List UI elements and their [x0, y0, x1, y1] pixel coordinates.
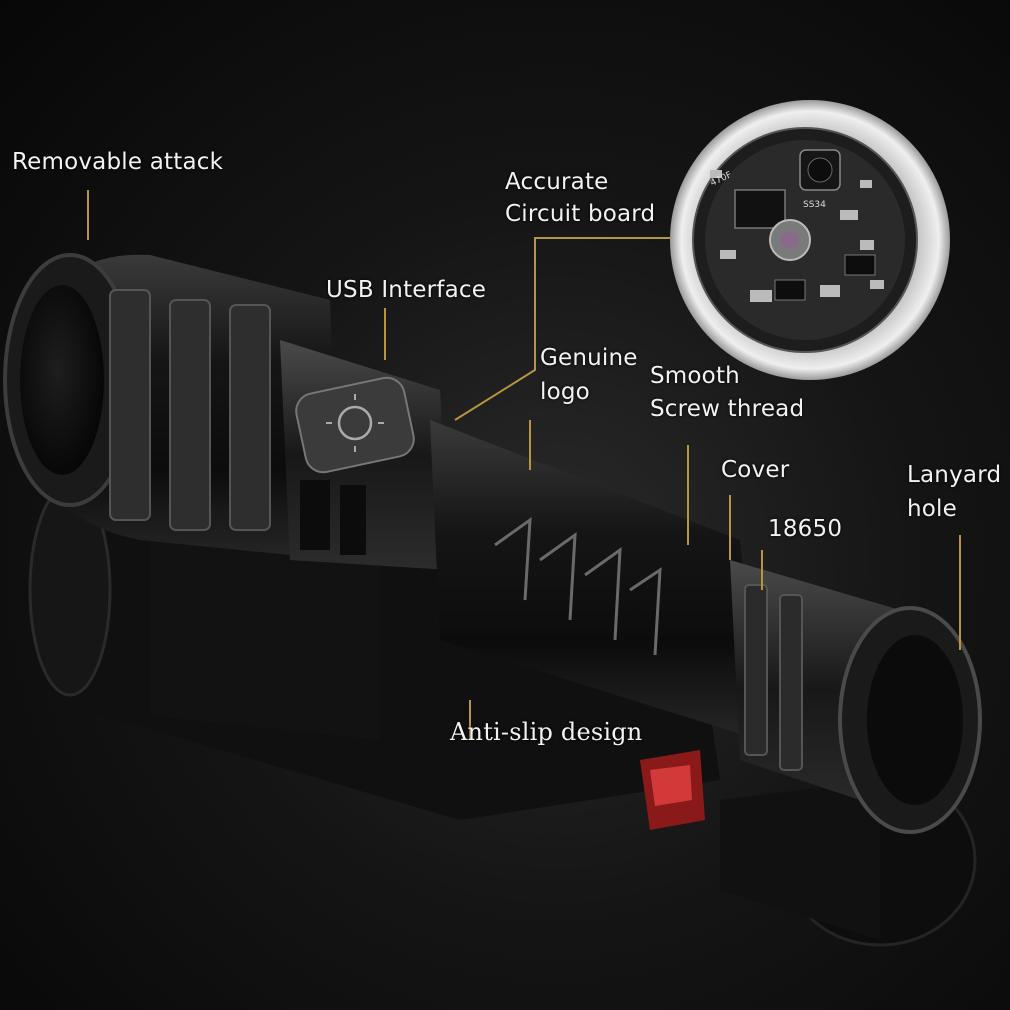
callout-18650: 18650 [768, 516, 843, 542]
callout-usb-interface: USB Interface [326, 277, 487, 303]
callout-genuine: Genuine [540, 345, 638, 371]
callout-lines [87, 190, 961, 740]
callout-accurate: Accurate [505, 169, 609, 195]
leader-circuit-board [454, 237, 670, 421]
callout-smooth: Smooth [650, 363, 740, 389]
callout-circuit-board: Circuit board [505, 201, 656, 227]
callout-removable-attack: Removable attack [12, 149, 224, 175]
callout-lanyard: Lanyard [907, 462, 1002, 488]
callout-logo: logo [540, 379, 590, 405]
chip-marking: SS34 [803, 200, 826, 210]
power-button [295, 376, 415, 474]
callout-hole: hole [907, 496, 957, 522]
callout-cover: Cover [721, 457, 790, 483]
callout-anti-slip-design: Anti-slip design [450, 718, 643, 746]
main-flashlight [3, 253, 982, 834]
callout-screw-thread: Screw thread [650, 396, 805, 422]
circuit-board-inset: SS34 470F [670, 100, 950, 380]
anti-slip-grooves [494, 516, 662, 656]
